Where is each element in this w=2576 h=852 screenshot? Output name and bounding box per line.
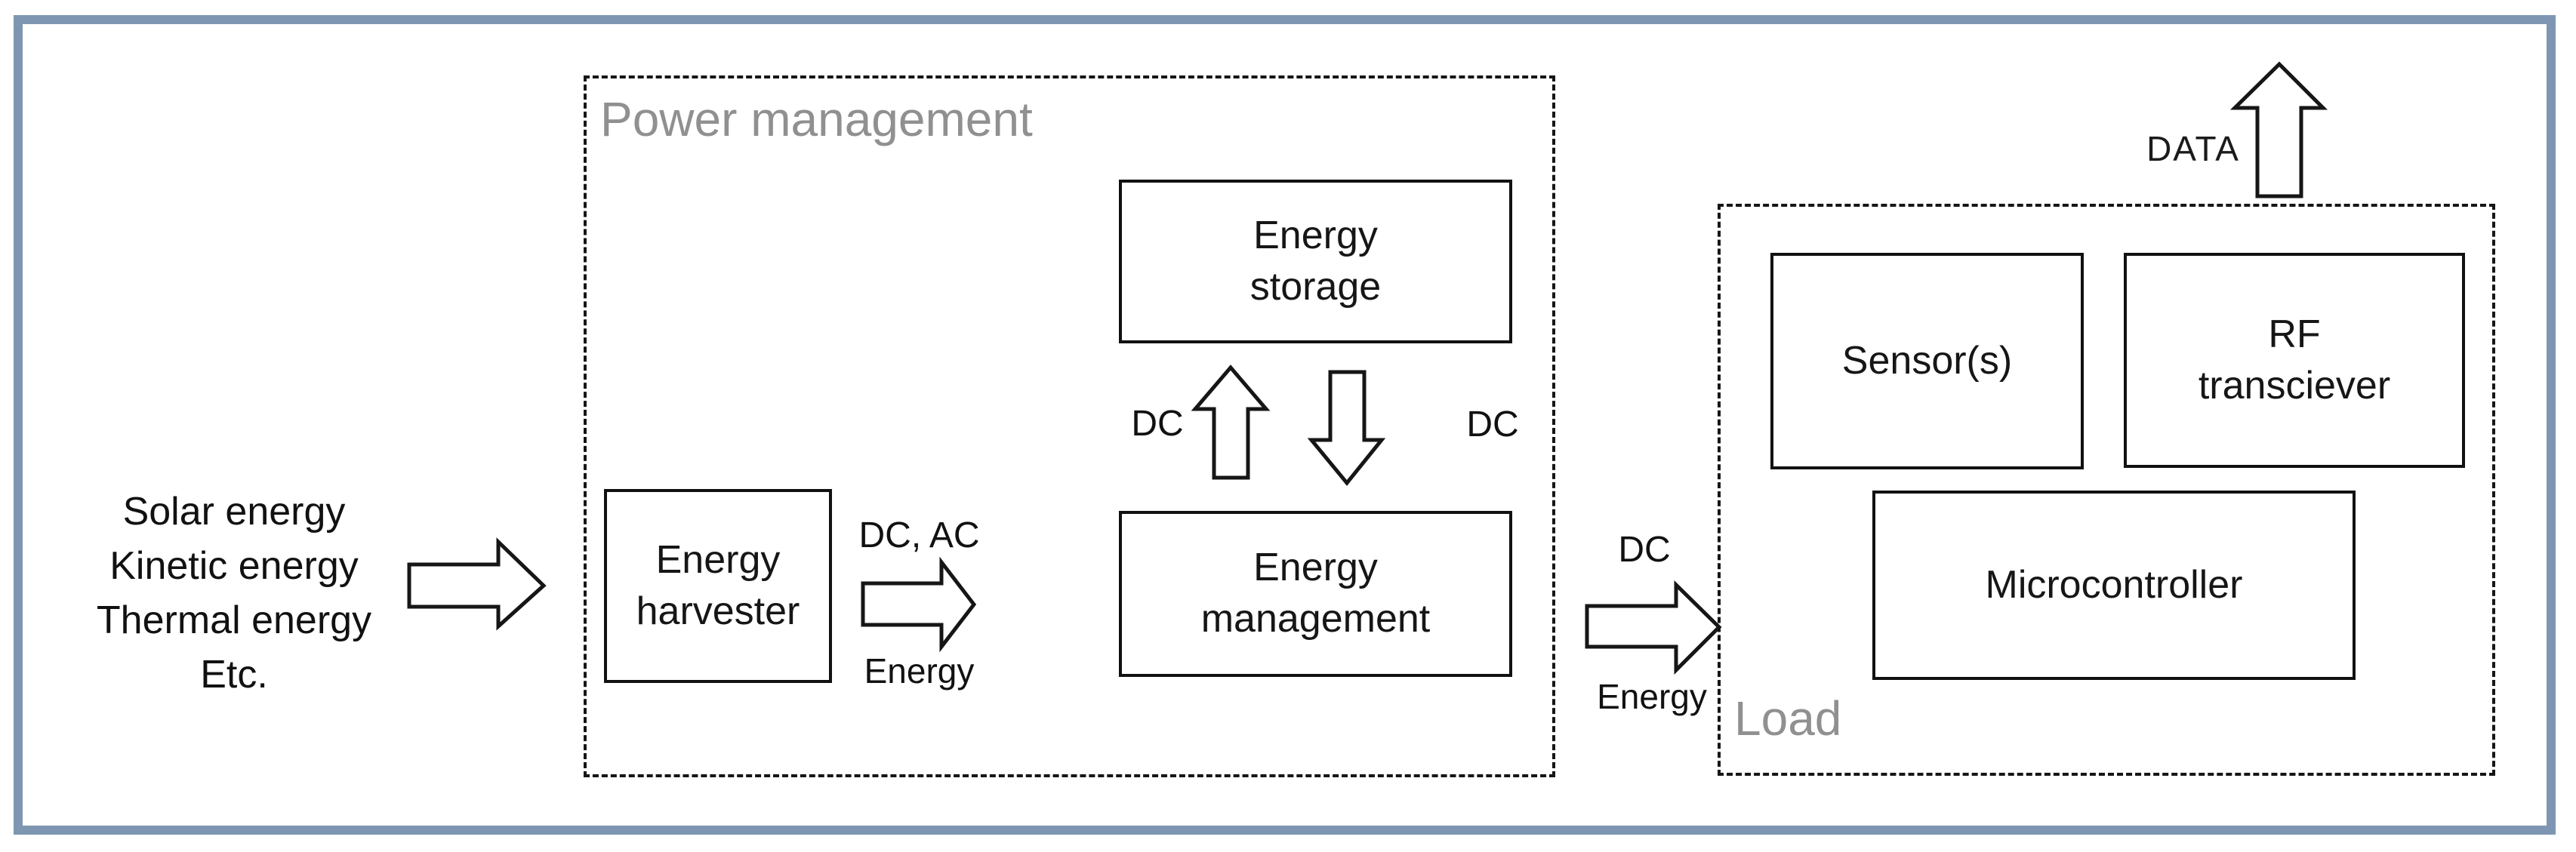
storage-discharge-dc-label: DC bbox=[1466, 404, 1519, 444]
sensors-block: Sensor(s) bbox=[1770, 253, 2084, 469]
outer-frame bbox=[14, 15, 2556, 835]
source-line-thermal: Thermal energy bbox=[96, 598, 372, 642]
data-output-label: DATA bbox=[2146, 129, 2240, 168]
microcontroller-block: Microcontroller bbox=[1872, 491, 2356, 680]
energy-sources-list: Solar energy Kinetic energy Thermal ener… bbox=[53, 484, 415, 702]
energy-storage-label: Energy storage bbox=[1249, 213, 1382, 309]
microcontroller-label: Microcontroller bbox=[1985, 562, 2243, 607]
sensors-label: Sensor(s) bbox=[1841, 338, 2013, 383]
energy-harvester-label: Energy harvester bbox=[636, 537, 800, 633]
power-management-group-box bbox=[584, 75, 1555, 777]
energy-storage-block: Energy storage bbox=[1119, 180, 1512, 343]
energy-management-block: Energy management bbox=[1119, 511, 1512, 677]
source-line-kinetic: Kinetic energy bbox=[109, 544, 359, 588]
load-input-type-label: DC bbox=[1618, 530, 1671, 570]
load-group-label: Load bbox=[1734, 691, 1842, 746]
rf-transciever-block: RF transciever bbox=[2124, 253, 2465, 468]
energy-harvester-block: Energy harvester bbox=[604, 489, 832, 683]
load-input-flow-label: Energy bbox=[1597, 677, 1707, 716]
rf-transciever-label: RF transciever bbox=[2198, 312, 2391, 408]
storage-charge-dc-label: DC bbox=[1131, 404, 1184, 444]
load-group-box bbox=[1718, 204, 2495, 776]
harvester-output-flow-label: Energy bbox=[864, 651, 975, 691]
power-management-group-label: Power management bbox=[600, 92, 1033, 146]
source-line-etc: Etc. bbox=[200, 653, 268, 697]
harvester-output-type-label: DC, AC bbox=[858, 515, 980, 555]
source-line-solar: Solar energy bbox=[122, 490, 346, 534]
energy-management-label: Energy management bbox=[1200, 546, 1431, 641]
